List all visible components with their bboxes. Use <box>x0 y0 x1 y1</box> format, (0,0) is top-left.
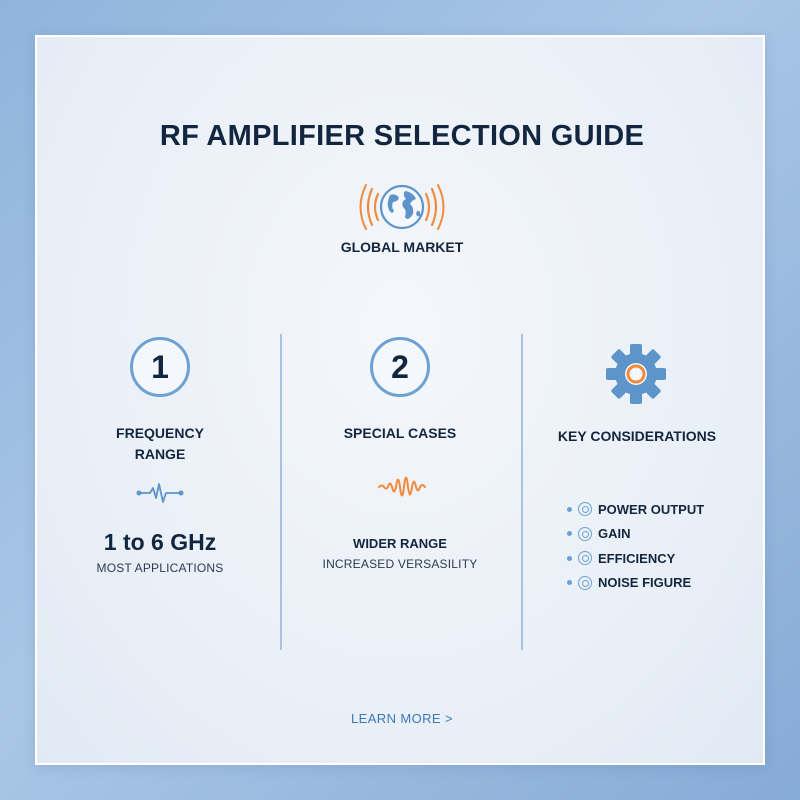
list-item: EFFICIENCY <box>567 546 704 571</box>
frequency-range-heading: FREQUENCY RANGE <box>77 423 243 465</box>
gear-icon <box>604 342 668 406</box>
sound-wave-icon <box>377 462 427 512</box>
list-item: GAIN <box>567 522 704 547</box>
consideration-label: GAIN <box>598 526 631 542</box>
heading-line: FREQUENCY <box>116 425 204 441</box>
frequency-caption: MOST APPLICATIONS <box>96 561 224 575</box>
step-number-badge: 2 <box>370 337 430 397</box>
versatility-caption: INCREASED VERSASILITY <box>322 557 478 571</box>
pulse-wave-icon <box>136 481 184 505</box>
learn-more-link[interactable]: LEARN MORE > <box>351 711 453 726</box>
column-divider <box>280 334 282 650</box>
bullet-dot <box>567 580 572 586</box>
list-item: NOISE FIGURE <box>567 571 704 596</box>
consideration-label: POWER OUTPUT <box>598 501 705 517</box>
gain-icon <box>578 526 592 541</box>
global-market-label: GLOBAL MARKET <box>340 239 464 255</box>
wider-range-label: WIDER RANGE <box>353 536 447 551</box>
page-title: RF AMPLIFIER SELECTION GUIDE <box>159 120 645 152</box>
step-number-badge: 1 <box>130 337 190 397</box>
heading-line: RANGE <box>134 446 186 462</box>
globe-signal-icon <box>350 177 454 237</box>
frequency-value: 1 to 6 GHz <box>103 529 217 555</box>
noise-figure-icon <box>578 575 592 590</box>
bullet-dot <box>567 506 572 512</box>
key-considerations-heading: KEY CONSIDERATIONS <box>557 428 717 444</box>
column-divider <box>521 334 523 650</box>
special-cases-heading: SPECIAL CASES <box>343 425 457 441</box>
consideration-label: EFFICIENCY <box>598 550 676 566</box>
bullet-dot <box>567 555 572 561</box>
consideration-label: NOISE FIGURE <box>598 575 692 591</box>
bullet-dot <box>567 531 572 537</box>
efficiency-icon <box>578 551 592 566</box>
power-icon <box>578 502 592 517</box>
list-item: POWER OUTPUT <box>567 497 704 522</box>
guide-card: RF AMPLIFIER SELECTION GUIDE GLOBAL MARK… <box>35 35 765 765</box>
considerations-list: POWER OUTPUT GAIN EFFICIENCY NOISE FIGUR… <box>567 497 704 595</box>
